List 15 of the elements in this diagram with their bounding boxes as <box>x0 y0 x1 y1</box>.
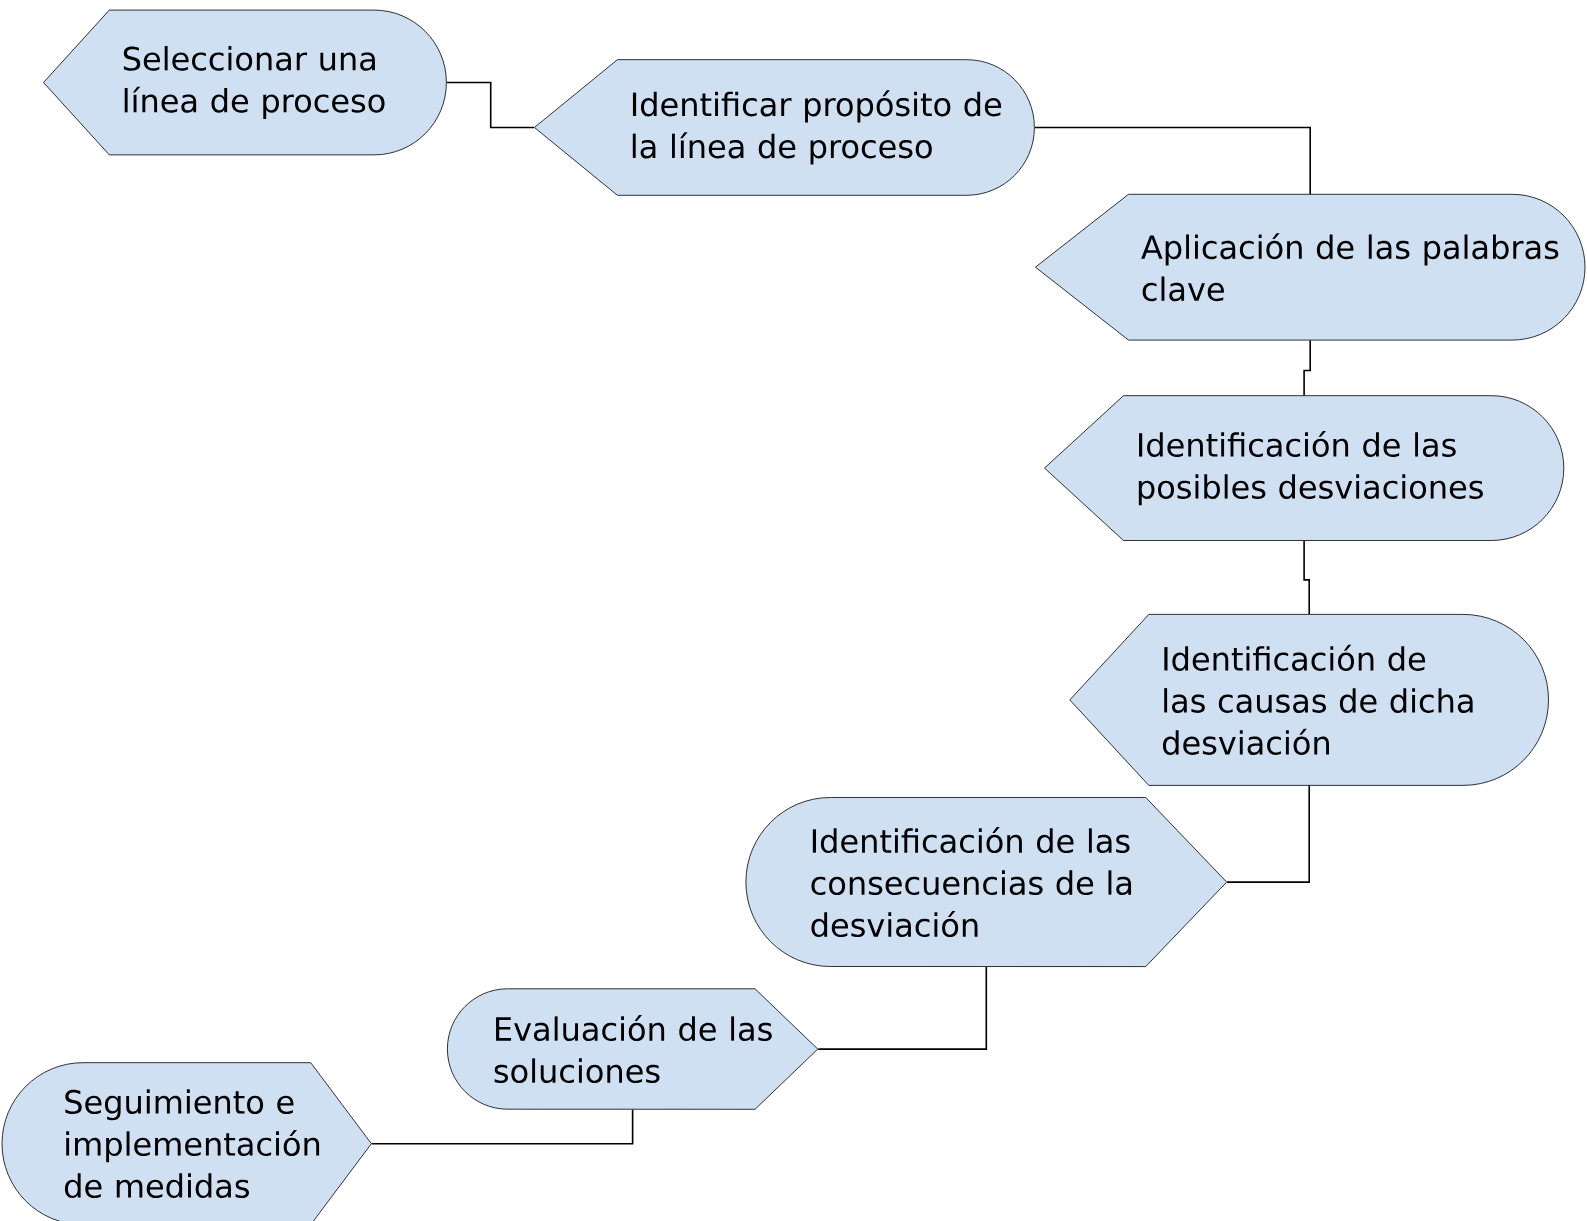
connector-line <box>1034 126 1311 195</box>
process-box: Identificación de las posibles desviaciones <box>1044 395 1565 541</box>
process-box: Identificación de las causas de dicha desviación <box>1069 614 1549 786</box>
process-box: Seleccionar una línea de proceso <box>43 9 447 156</box>
connector-line <box>1303 339 1311 397</box>
process-box: Aplicación de las palabras clave <box>1035 193 1586 341</box>
connector-line <box>445 81 535 129</box>
connector-line <box>371 1108 634 1145</box>
process-box: Identificación de las consecuencias de la desviación <box>745 797 1228 967</box>
connector-line <box>1226 785 1310 883</box>
process-box: Seguimiento e implementación de medidas <box>1 1062 372 1221</box>
connector-line <box>817 966 988 1050</box>
connector-line <box>1303 540 1310 615</box>
process-box: Evaluación de las soluciones <box>447 988 819 1110</box>
process-box: Identificar propósito de la línea de proceso <box>534 59 1035 196</box>
